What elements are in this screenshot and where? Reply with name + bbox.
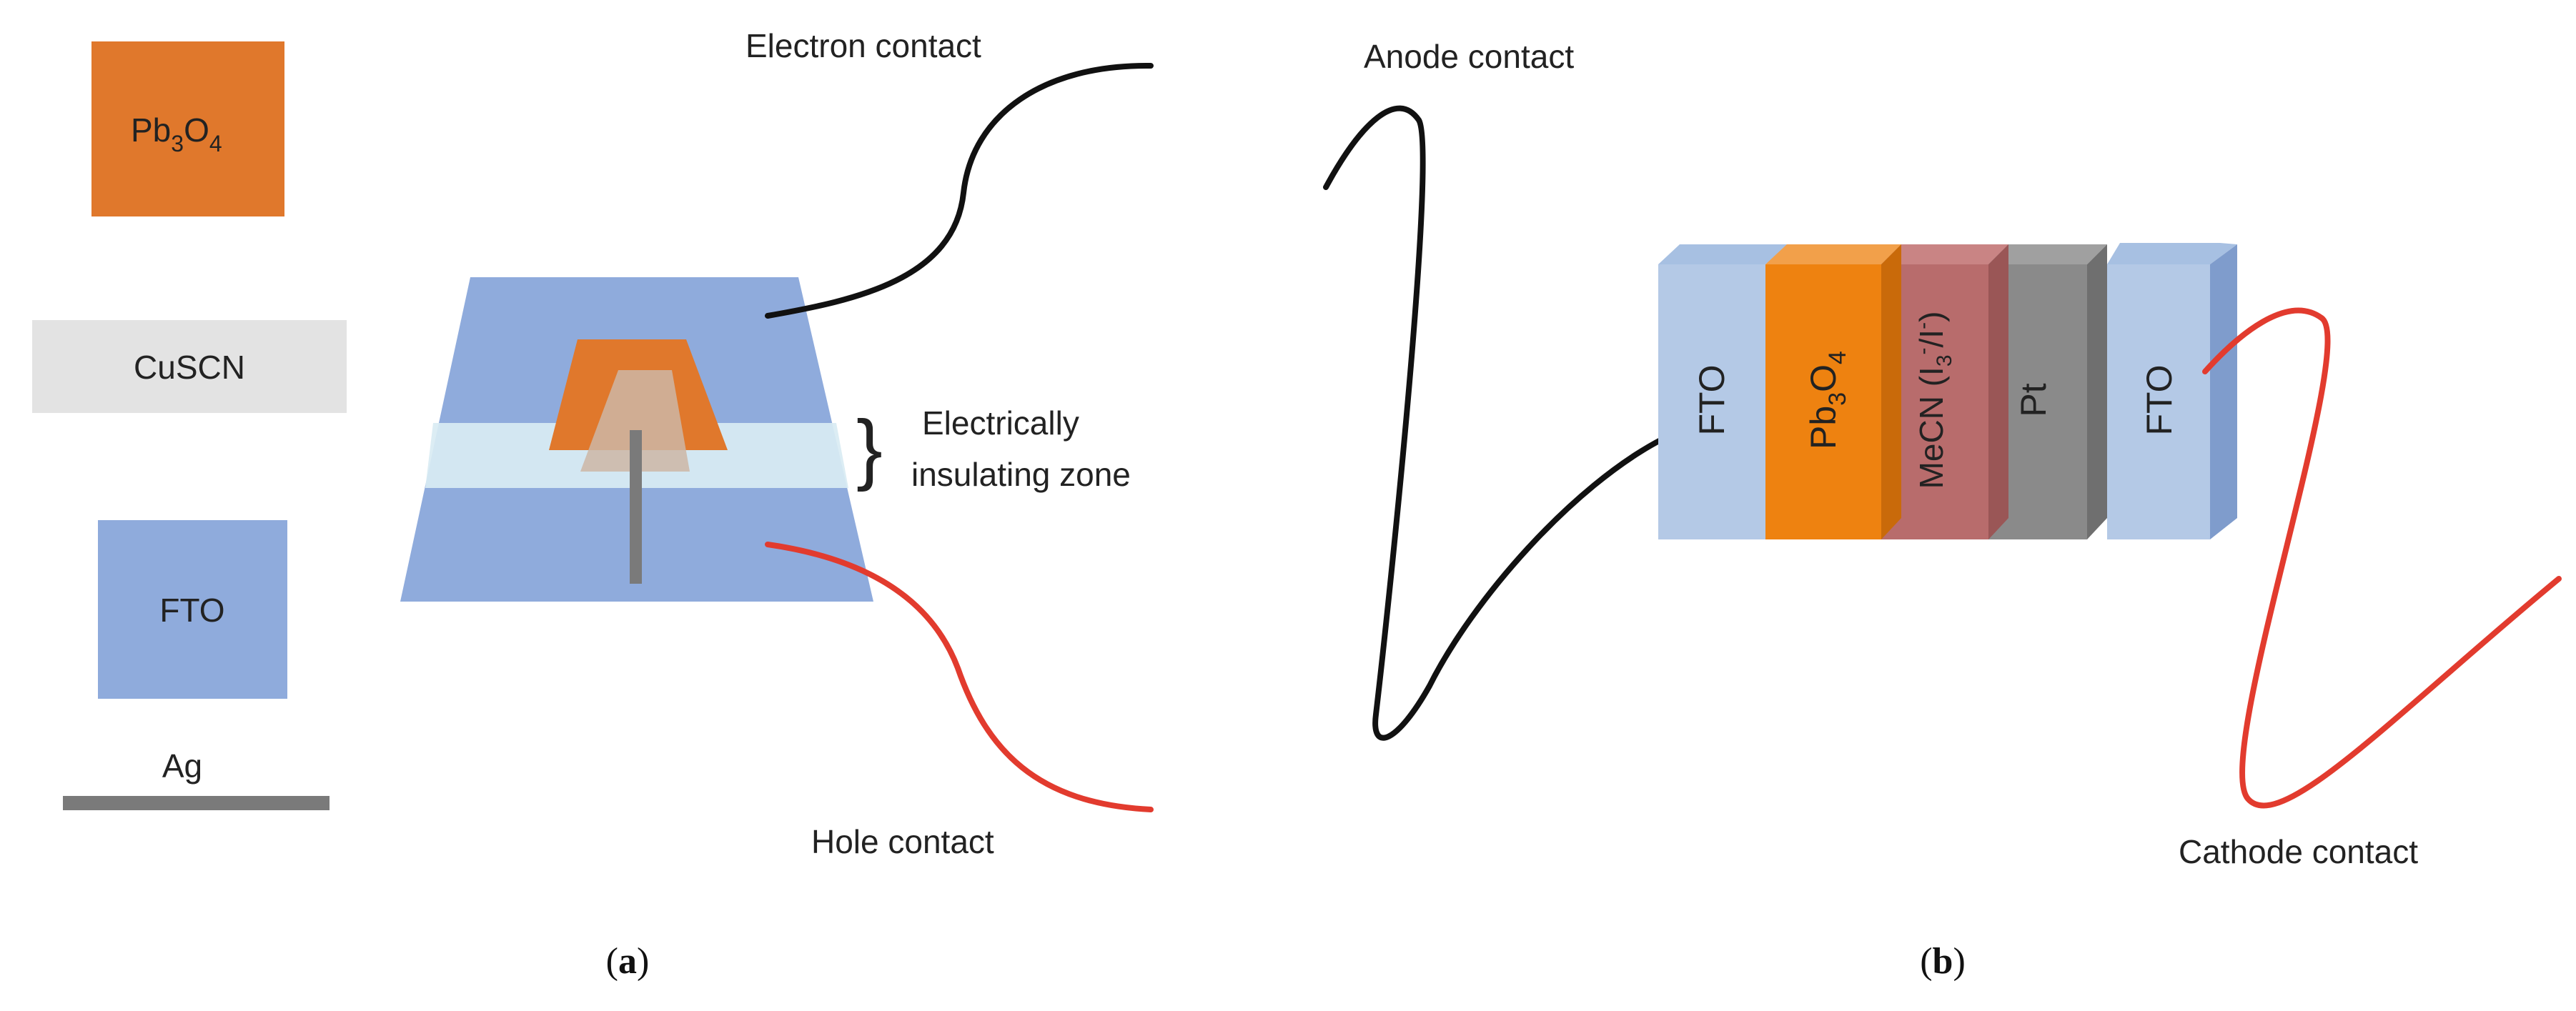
cell-label-mecn: MeCN (I3-/I-) bbox=[1911, 312, 1956, 489]
ag-electrode bbox=[630, 430, 642, 584]
electron-contact-label: Electron contact bbox=[745, 27, 981, 64]
legend-fto-label: FTO bbox=[159, 592, 224, 629]
insulating-zone-brace: } bbox=[856, 404, 883, 492]
cell-layer-fto-right: FTO bbox=[2107, 243, 2237, 539]
caption-b: (b) bbox=[1920, 941, 1966, 982]
legend-ag-swatch bbox=[63, 796, 330, 810]
caption-a: (a) bbox=[606, 941, 650, 982]
device-a bbox=[400, 277, 873, 602]
insulating-zone-label-line2: insulating zone bbox=[911, 456, 1131, 493]
anode-contact-label: Anode contact bbox=[1364, 38, 1574, 75]
panel-b: Anode contact FTO Pt MeCN (I bbox=[1323, 38, 2562, 982]
legend-pb3o4-label: Pb3O4 bbox=[131, 111, 222, 156]
legend-cuscn-swatch bbox=[32, 320, 347, 413]
hole-contact-label: Hole contact bbox=[811, 823, 994, 860]
cathode-contact-label: Cathode contact bbox=[2179, 833, 2418, 870]
cell-label-pt: Pt bbox=[2013, 383, 2054, 417]
panel-a: Pb3O4 CuSCN FTO Ag Electron contact Hole… bbox=[32, 27, 1154, 982]
cell-layer-pb3o4: Pb3O4 bbox=[1765, 244, 1901, 539]
cathode-contact-wire bbox=[2202, 307, 2562, 809]
cell-label-fto-left: FTO bbox=[1692, 364, 1732, 435]
legend-cuscn-label: CuSCN bbox=[134, 349, 245, 386]
hole-contact-wire bbox=[765, 542, 1154, 812]
insulating-zone-label-line1: Electrically bbox=[922, 404, 1079, 442]
cell-stack: FTO Pt MeCN (I3-/I-) Pb3O4 bbox=[1658, 243, 2237, 539]
legend-ag-label: Ag bbox=[162, 747, 202, 785]
cell-label-fto-right: FTO bbox=[2139, 364, 2179, 435]
cell-layer-fto-left: FTO bbox=[1658, 244, 1787, 539]
cell-label-pb3o4: Pb3O4 bbox=[1803, 351, 1851, 449]
legend-fto-swatch bbox=[98, 520, 287, 699]
cell-layer-pt: Pt bbox=[1980, 244, 2107, 539]
electron-contact-wire bbox=[765, 62, 1154, 319]
legend-pb3o4-swatch bbox=[91, 41, 284, 216]
anode-contact-wire bbox=[1323, 105, 1665, 741]
cuscn-layer bbox=[580, 370, 690, 472]
